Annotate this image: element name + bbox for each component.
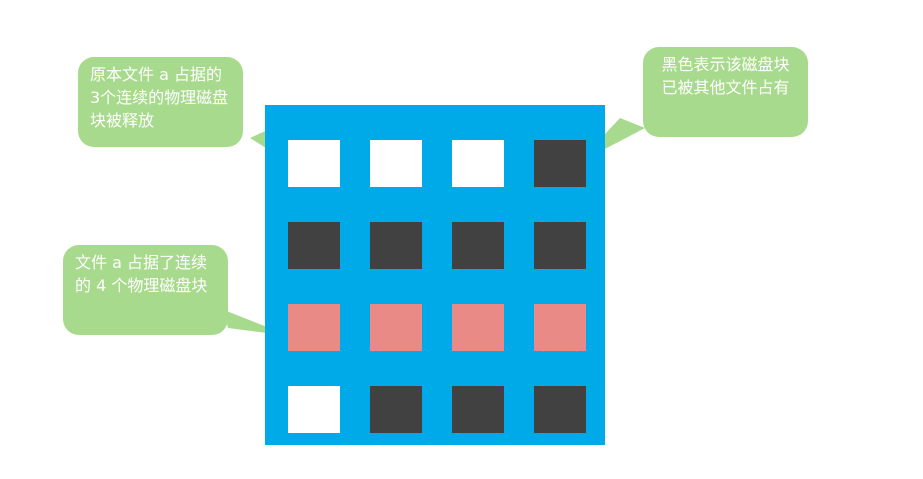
disk-block-new bbox=[370, 304, 422, 351]
disk-block-used bbox=[288, 222, 340, 269]
disk-block-free bbox=[370, 140, 422, 187]
disk-block-used bbox=[452, 386, 504, 433]
callout-freed-blocks: 原本文件 a 占据的3个连续的物理磁盘块被释放 bbox=[78, 57, 243, 147]
disk-block-new bbox=[534, 304, 586, 351]
disk-block-used bbox=[452, 222, 504, 269]
disk-block-free bbox=[288, 386, 340, 433]
disk-block-new bbox=[288, 304, 340, 351]
disk-block-free bbox=[288, 140, 340, 187]
callout-file-a-text: 文件 a 占据了连续的 4 个物理磁盘块 bbox=[75, 253, 208, 295]
callout-file-a-blocks: 文件 a 占据了连续的 4 个物理磁盘块 bbox=[63, 245, 228, 335]
callout-freed-text: 原本文件 a 占据的3个连续的物理磁盘块被释放 bbox=[90, 65, 229, 130]
disk-block-used bbox=[370, 222, 422, 269]
disk-block-used bbox=[534, 140, 586, 187]
disk-block-used bbox=[534, 222, 586, 269]
callout-occupied-blocks: 黑色表示该磁盘块已被其他文件占有 bbox=[643, 47, 808, 137]
disk-block-grid bbox=[265, 105, 605, 445]
disk-block-used bbox=[370, 386, 422, 433]
disk-block-used bbox=[534, 386, 586, 433]
disk-block-free bbox=[452, 140, 504, 187]
callout-occupied-text: 黑色表示该磁盘块已被其他文件占有 bbox=[661, 55, 790, 97]
disk-block-new bbox=[452, 304, 504, 351]
